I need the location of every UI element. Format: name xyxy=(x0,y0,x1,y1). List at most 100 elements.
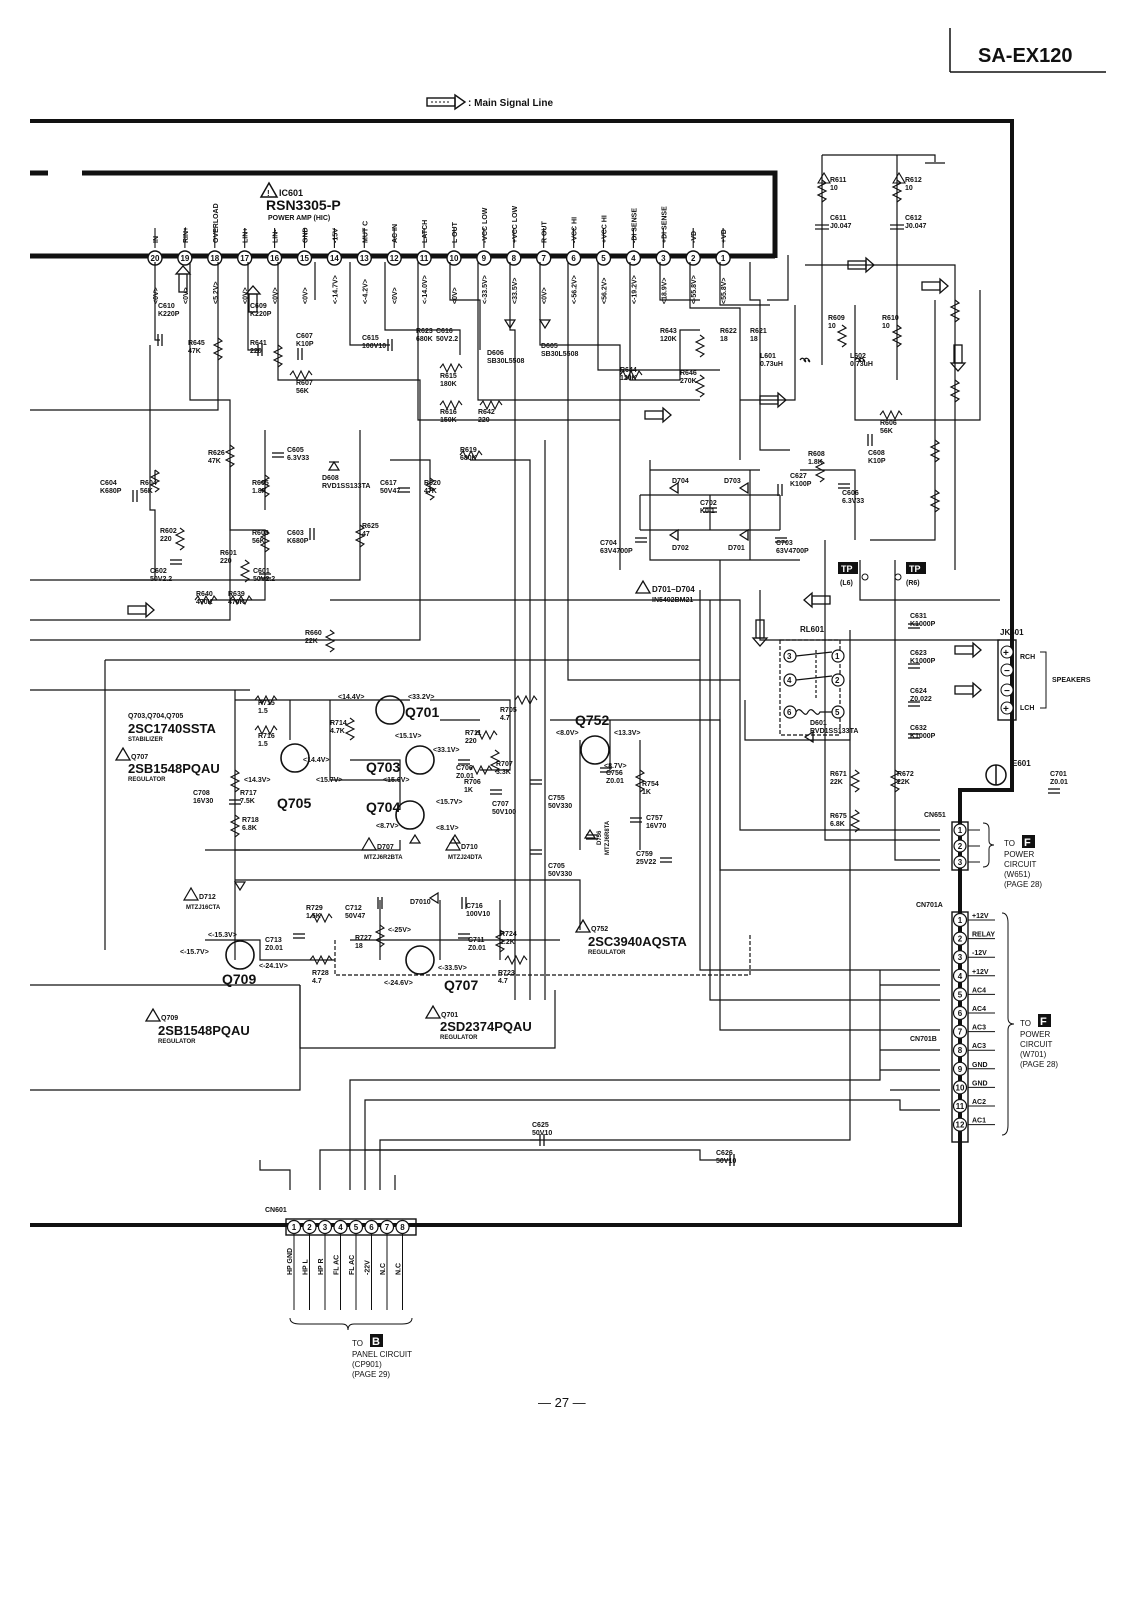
cn701-pin-label: RELAY xyxy=(972,932,995,939)
component-ref: R641 xyxy=(250,340,267,347)
ic601-pin-voltage: <-19.2V> xyxy=(631,275,638,304)
ic601-pin-name: -15V xyxy=(332,228,339,243)
ic601-pin-voltage: <0V> xyxy=(183,287,190,304)
component-value: 1.5 xyxy=(258,741,268,748)
component-ref: R716 xyxy=(258,733,275,740)
board-outline xyxy=(30,119,1014,1227)
ic601-pin-voltage: <-55.8V> xyxy=(691,275,698,304)
resistor-symbols xyxy=(149,334,903,966)
svg-text:<-25V>: <-25V> xyxy=(388,927,411,934)
d710-part: MTZJ24DTA xyxy=(448,855,483,861)
ic601-pin-number: 7 xyxy=(541,254,546,263)
component-value: 56K xyxy=(880,428,893,435)
component-ref: R728 xyxy=(312,970,329,977)
component-value: RVD1SS133TA xyxy=(810,728,858,735)
component-ref: R602 xyxy=(160,528,177,535)
component-ref: R615 xyxy=(440,373,457,380)
q701-label: Q701 xyxy=(405,704,439,720)
ic601-pin-name: OVERLOAD xyxy=(213,203,220,243)
cn601-badge: B xyxy=(372,1336,380,1348)
warning-icon xyxy=(574,918,592,933)
cn701-line2: CIRCUIT xyxy=(1020,1040,1053,1049)
ic601-pin-name: MUT C xyxy=(362,221,369,243)
svg-text:<33.2V>: <33.2V> xyxy=(408,694,434,701)
cn701-pin-label: AC3 xyxy=(972,1025,986,1032)
ic601-pin-number: 15 xyxy=(300,254,309,263)
component-value: 16V70 xyxy=(646,823,666,830)
cn701a-label: CN701A xyxy=(916,902,943,909)
cn601-pin-number: 4 xyxy=(338,1223,343,1232)
component-ref: C704 xyxy=(600,540,617,547)
cn701-pin-label: AC1 xyxy=(972,1118,986,1125)
bridge-part-label: IN5402BM21 xyxy=(652,597,693,604)
component-value: 50V10 xyxy=(716,1158,736,1165)
cn651-badge: F xyxy=(1024,837,1031,849)
component-value: RVD1SS133TA xyxy=(322,483,370,490)
cn601-pin-6: 6-22V xyxy=(364,1219,379,1310)
component-ref: R620 xyxy=(424,480,441,487)
component-value: 1K xyxy=(464,787,473,794)
component-value: 47 xyxy=(362,531,370,538)
svg-text:3: 3 xyxy=(958,858,963,867)
warning-icon xyxy=(424,1004,442,1019)
svg-text:<-24.1V>: <-24.1V> xyxy=(259,963,288,970)
cn701-to: TO xyxy=(1020,1019,1031,1028)
component-ref: C759 xyxy=(636,851,653,858)
ic601-pin-number: 20 xyxy=(151,254,160,263)
component-value: 50V10 xyxy=(532,1130,552,1137)
ic601-pins: 20IN<0V>19RIN+<0V>18OVERLOAD<5.2V>17LIN+… xyxy=(147,203,731,304)
component-value: 7.5K xyxy=(240,798,255,805)
component-value: 18 xyxy=(355,943,363,950)
d707-label: D707 xyxy=(377,844,394,851)
cn701-pin-label: AC4 xyxy=(972,1006,986,1013)
cn701-pin-label: GND xyxy=(972,1062,988,1069)
cn701-pin-label: AC2 xyxy=(972,1099,986,1106)
voltage-labels: <14.4V> <33.2V> <15.1V> <33.1V> <15.6V> … xyxy=(180,694,640,987)
capacitor-symbols xyxy=(132,334,1060,1166)
ic601-pin-1: 1+VD<55.8V> xyxy=(715,228,731,304)
ic601-pin-number: 16 xyxy=(270,254,279,263)
component-value: 1.8K xyxy=(808,459,823,466)
component-ref: R640 xyxy=(196,591,213,598)
component-value: 4.7 xyxy=(500,715,510,722)
cn601-pin-number: 7 xyxy=(385,1223,390,1232)
component-ref: D606 xyxy=(487,350,504,357)
component-value: K0.1 xyxy=(700,508,715,515)
page-number: — 27 — xyxy=(538,1395,586,1410)
d701-label: D701 xyxy=(728,545,745,552)
q701-ref: Q701 xyxy=(441,1012,458,1019)
svg-text:<-33.5V>: <-33.5V> xyxy=(438,965,467,972)
component-ref: C712 xyxy=(345,905,362,912)
component-value: K1000P xyxy=(910,733,936,740)
component-ref: R672 xyxy=(897,771,914,778)
warning-icon xyxy=(182,886,200,901)
component-value: 120K xyxy=(620,375,637,382)
component-ref: R619 xyxy=(460,447,477,454)
cn651-pin-3: 3 xyxy=(953,855,980,869)
q752-ref: Q752 xyxy=(591,926,608,933)
svg-text:1: 1 xyxy=(835,652,840,661)
cn701-pin-number: 2 xyxy=(958,935,963,944)
ic601-pin-number: 5 xyxy=(601,254,606,263)
ic601-pin-voltage: <0V> xyxy=(392,287,399,304)
ic601-pin-name: R OUT xyxy=(542,221,549,244)
signal-wiring xyxy=(30,262,1000,1190)
